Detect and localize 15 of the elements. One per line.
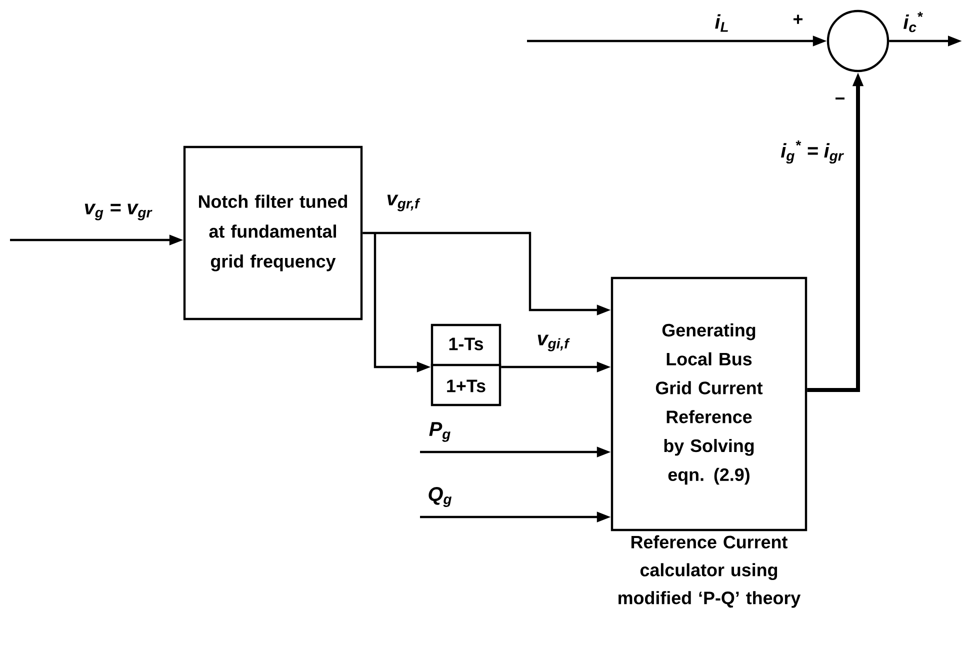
process-box: Generating Local Bus Grid Current Reference by Solving eqn. (2.9)	[610, 276, 808, 532]
sign-label: +	[794, 14, 803, 24]
sign-label: −	[836, 98, 844, 100]
process-box: Notch filter tuned at fundamental grid frequency	[183, 146, 363, 320]
block-caption: Reference Current calculator using modified ‘P-Q’ theory	[618, 535, 801, 608]
edge-label: i$_{g}$$^{*}$ = i$_{gr}$	[780, 140, 844, 164]
edge-label: v$_{gr,f}$	[387, 194, 420, 212]
edge-label: P$_{g}$	[429, 422, 450, 442]
edge-label: i$_{L}$	[715, 14, 728, 32]
edge-label: v$_{gi,f}$	[538, 334, 570, 352]
transfer-function-box: 1-Ts 1+Ts	[430, 324, 502, 406]
summing-junction	[826, 10, 890, 72]
edge-label: v$_{g}$ = v$_{gr}$	[84, 204, 152, 220]
edge-label: i$_{c}$*	[904, 12, 923, 32]
edge-label: Q$_{g}$	[428, 487, 452, 507]
